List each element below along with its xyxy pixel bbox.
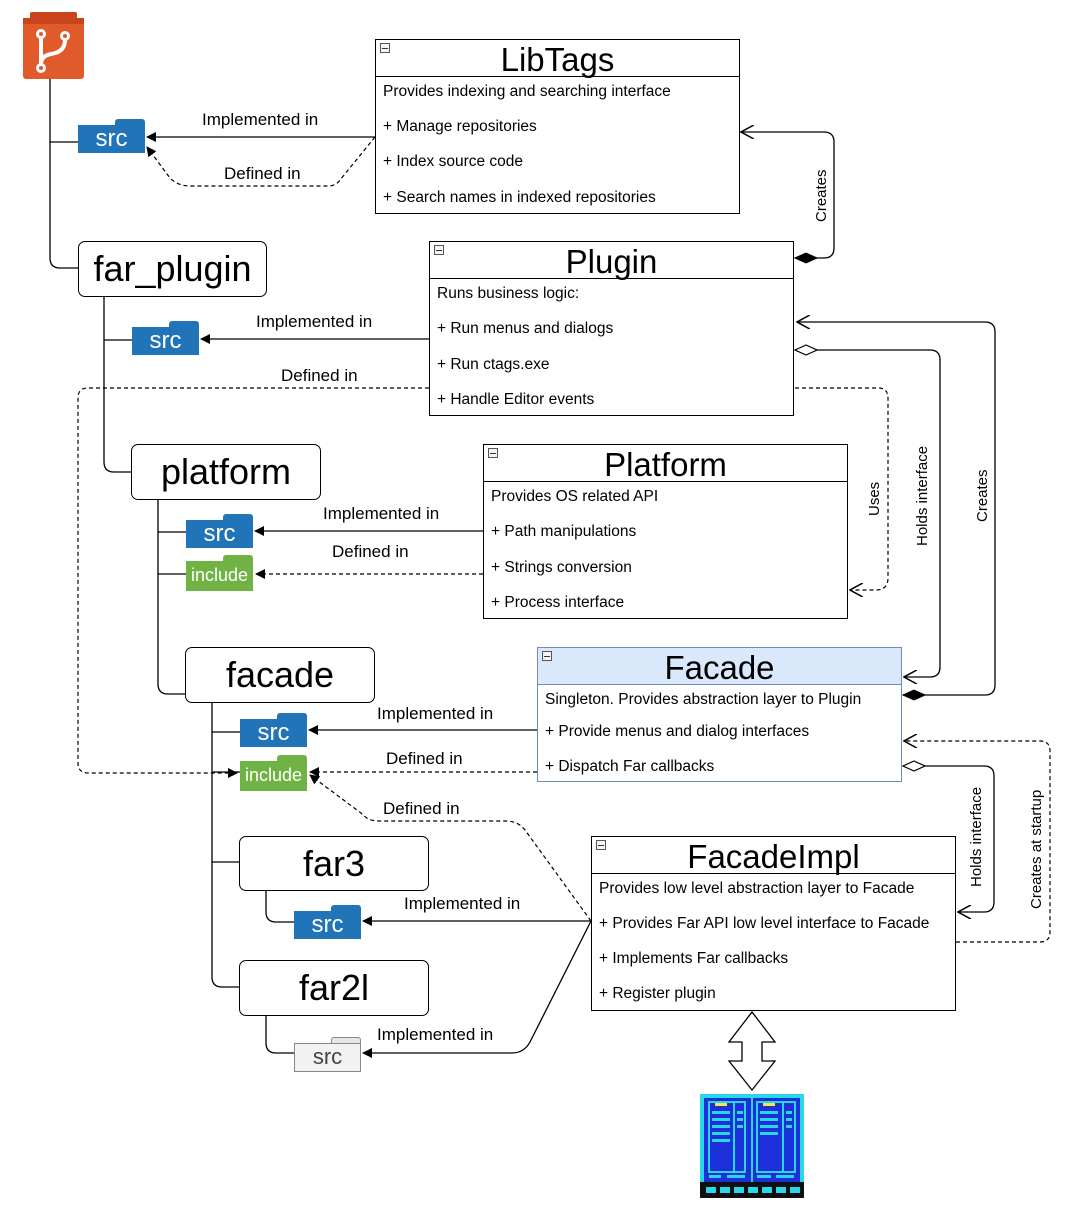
edge-libtags-defined-in [146, 136, 376, 187]
class-libtags-item: + Index source code [383, 153, 524, 170]
label-defined-in: Defined in [381, 799, 462, 819]
class-facadeimpl-item: + Provides Far API low level interface t… [599, 915, 930, 932]
class-libtags-title: LibTags [500, 41, 615, 78]
class-plugin-description: Runs business logic: [437, 285, 580, 302]
label-holds-interface: Holds interface [968, 786, 985, 887]
node-far3: far3 [239, 836, 429, 891]
edge-plugin-defined-in [77, 387, 429, 778]
edge-facade-holds-facadeimpl [903, 766, 995, 912]
label-defined-in: Defined in [384, 749, 465, 769]
node-facade: facade [185, 647, 375, 703]
node-platform-label: platform [160, 451, 292, 492]
class-libtags-item: + Manage repositories [383, 118, 537, 135]
collapse-icon[interactable] [542, 651, 552, 661]
collapse-icon[interactable] [380, 43, 390, 53]
edge-facadeimpl-creates-facade [904, 741, 1051, 943]
class-platform-description: Provides OS related API [491, 488, 659, 505]
label-implemented-in: Implemented in [200, 110, 321, 130]
collapse-icon[interactable] [596, 840, 606, 850]
edge-facade-creates-plugin [797, 322, 996, 695]
label-implemented-in: Implemented in [375, 1025, 496, 1045]
label-implemented-in: Implemented in [375, 704, 496, 724]
class-facade-title: Facade [664, 649, 775, 686]
label-defined-in: Defined in [279, 366, 360, 386]
collapse-icon[interactable] [488, 448, 498, 458]
class-libtags-description: Provides indexing and searching interfac… [383, 83, 671, 100]
src-folder-label: src [132, 327, 199, 355]
node-far2l-label: far2l [298, 967, 370, 1008]
git-branch-icon [23, 12, 84, 79]
class-plugin-item: + Run ctags.exe [437, 356, 550, 373]
class-platform-item: + Path manipulations [491, 523, 637, 540]
class-platform-item: + Process interface [491, 594, 625, 611]
src-folder-label: src [240, 719, 307, 747]
src-folder-icon: src [132, 321, 199, 355]
label-defined-in: Defined in [222, 164, 303, 184]
class-libtags-item: + Search names in indexed repositories [383, 189, 656, 206]
label-implemented-in: Implemented in [402, 894, 523, 914]
tree-line-far-plugin [103, 297, 131, 473]
label-defined-in: Defined in [330, 542, 411, 562]
tree-line-platform [157, 499, 185, 695]
include-folder-icon: include [240, 755, 307, 791]
label-uses: Uses [866, 481, 883, 516]
class-libtags: LibTags Provides indexing and searching … [375, 39, 740, 214]
class-facade-description: Singleton. Provides abstraction layer to… [545, 691, 862, 708]
tree-line-far3 [265, 890, 294, 923]
class-facade-item: + Dispatch Far callbacks [545, 758, 715, 775]
node-far-plugin-label: far_plugin [93, 248, 252, 289]
src-folder-label: src [186, 520, 253, 548]
node-facade-label: facade [225, 654, 335, 695]
node-far3-label: far3 [302, 842, 366, 884]
tree-line-far2l [265, 1015, 294, 1054]
tree-line-facade [211, 702, 239, 988]
far-manager-icon [700, 1094, 804, 1198]
class-facade: Facade Singleton. Provides abstraction l… [537, 647, 902, 782]
node-far2l: far2l [239, 960, 429, 1016]
class-platform-title: Platform [604, 446, 727, 483]
src-folder-label: src [294, 911, 361, 939]
class-facade-item: + Provide menus and dialog interfaces [545, 723, 810, 740]
label-implemented-in: Implemented in [254, 312, 375, 332]
class-plugin-item: + Handle Editor events [437, 391, 595, 408]
tree-line-root [49, 78, 78, 269]
class-platform-item: + Strings conversion [491, 559, 632, 576]
class-facadeimpl-item: + Implements Far callbacks [599, 950, 789, 967]
label-creates: Creates [813, 169, 830, 222]
include-folder-label: include [240, 761, 307, 791]
label-holds-interface: Holds interface [914, 445, 931, 546]
src-folder-icon: src [78, 119, 145, 153]
edge-plugin-holds-facade [795, 350, 941, 677]
src-folder-icon: src [294, 905, 361, 939]
class-plugin: Plugin Runs business logic: + Run menus … [429, 241, 794, 416]
src-folder-icon: src [186, 514, 253, 548]
class-facadeimpl-description: Provides low level abstraction layer to … [599, 880, 915, 897]
label-implemented-in: Implemented in [321, 504, 442, 524]
src-folder-icon: src [294, 1037, 361, 1072]
far-connection-arrow [727, 1010, 777, 1092]
label-creates-at-startup: Creates at startup [1028, 789, 1045, 909]
include-folder-label: include [186, 561, 253, 591]
collapse-icon[interactable] [434, 245, 444, 255]
include-folder-icon: include [186, 555, 253, 591]
edge-facadeimpl-defined-in [309, 774, 592, 922]
src-folder-icon: src [240, 713, 307, 747]
class-plugin-item: + Run menus and dialogs [437, 320, 614, 337]
class-facadeimpl-title: FacadeImpl [687, 838, 860, 875]
class-platform: Platform Provides OS related API + Path … [483, 444, 848, 619]
edge-facadeimpl-implemented-in-far2l [362, 920, 592, 1058]
src-folder-label: src [294, 1043, 361, 1072]
class-facadeimpl: FacadeImpl Provides low level abstractio… [591, 836, 956, 1011]
node-platform: platform [131, 444, 321, 500]
class-plugin-title: Plugin [565, 243, 658, 280]
edge-plugin-creates-libtags [741, 132, 835, 258]
node-far-plugin: far_plugin [78, 241, 267, 297]
src-folder-label: src [78, 125, 145, 153]
label-creates: Creates [974, 469, 991, 522]
class-facadeimpl-item: + Register plugin [599, 985, 716, 1002]
